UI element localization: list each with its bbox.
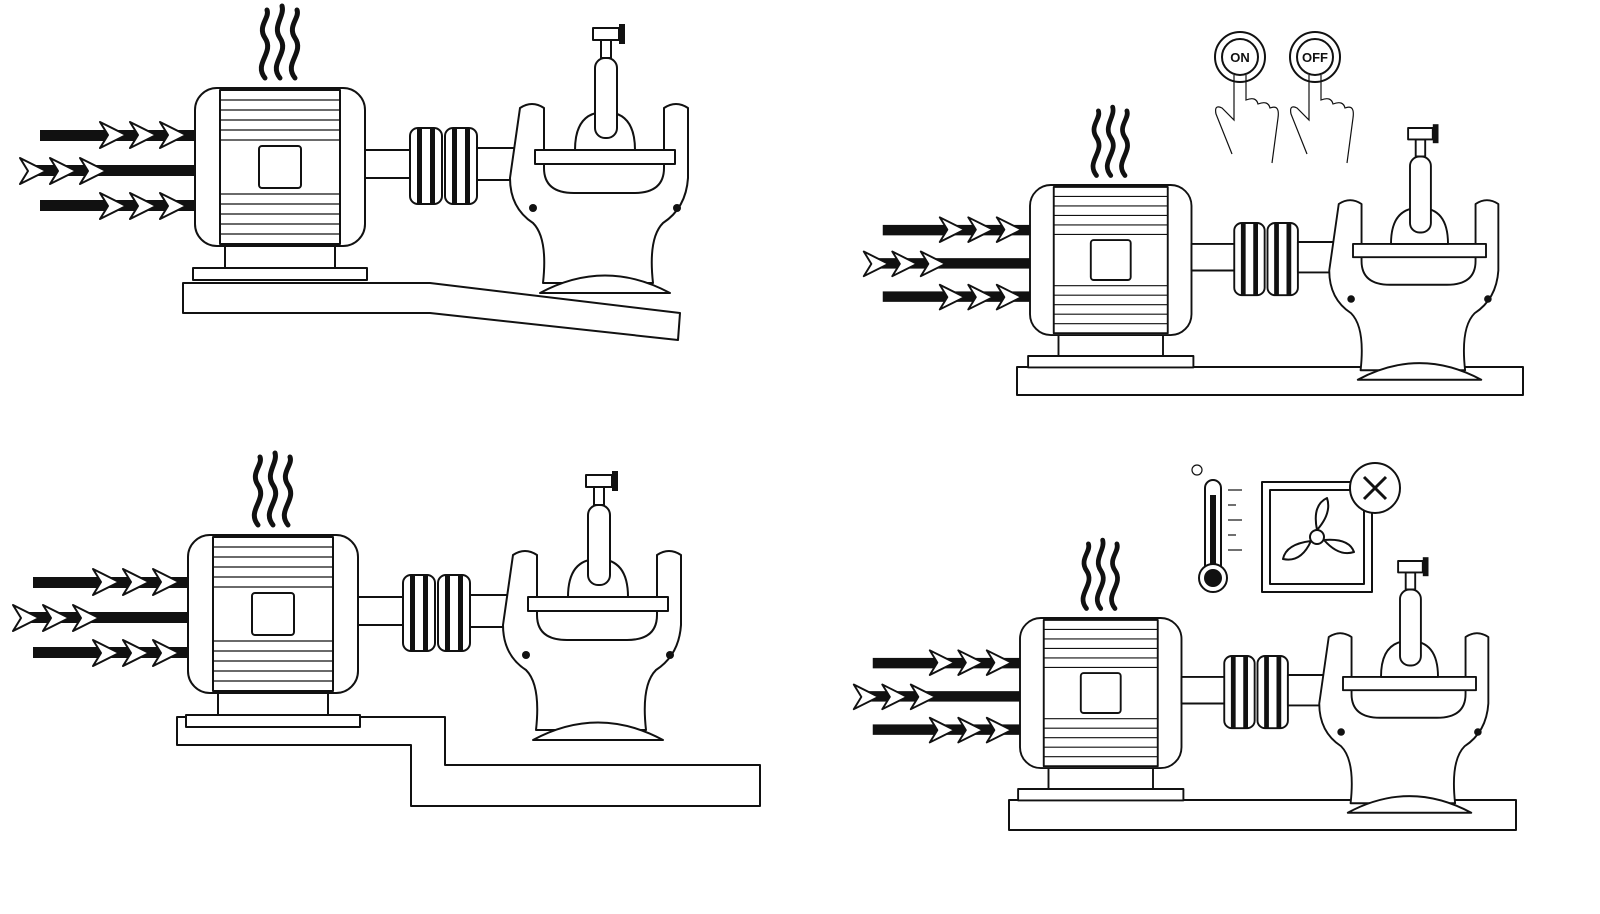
panel-ventilation-failure <box>854 462 1517 831</box>
thermometer-icon <box>1191 464 1242 593</box>
off-button[interactable]: OFF <box>1289 31 1354 164</box>
svg-text:ON: ON <box>1230 50 1250 65</box>
pointing-hand-icon <box>1290 75 1354 164</box>
pointing-hand-icon <box>1215 75 1279 164</box>
sloped-foundation <box>182 282 681 341</box>
stepped-foundation <box>176 716 761 807</box>
panel-on-off-control: ON OFF <box>864 31 1524 396</box>
fan-icon <box>1261 481 1373 593</box>
panel-sloped-base <box>20 6 688 341</box>
fault-x-icon <box>1349 462 1401 514</box>
on-button[interactable]: ON <box>1214 31 1279 164</box>
svg-text:OFF: OFF <box>1302 50 1328 65</box>
sun-icon <box>1191 464 1203 476</box>
panel-stepped-base <box>13 453 761 807</box>
